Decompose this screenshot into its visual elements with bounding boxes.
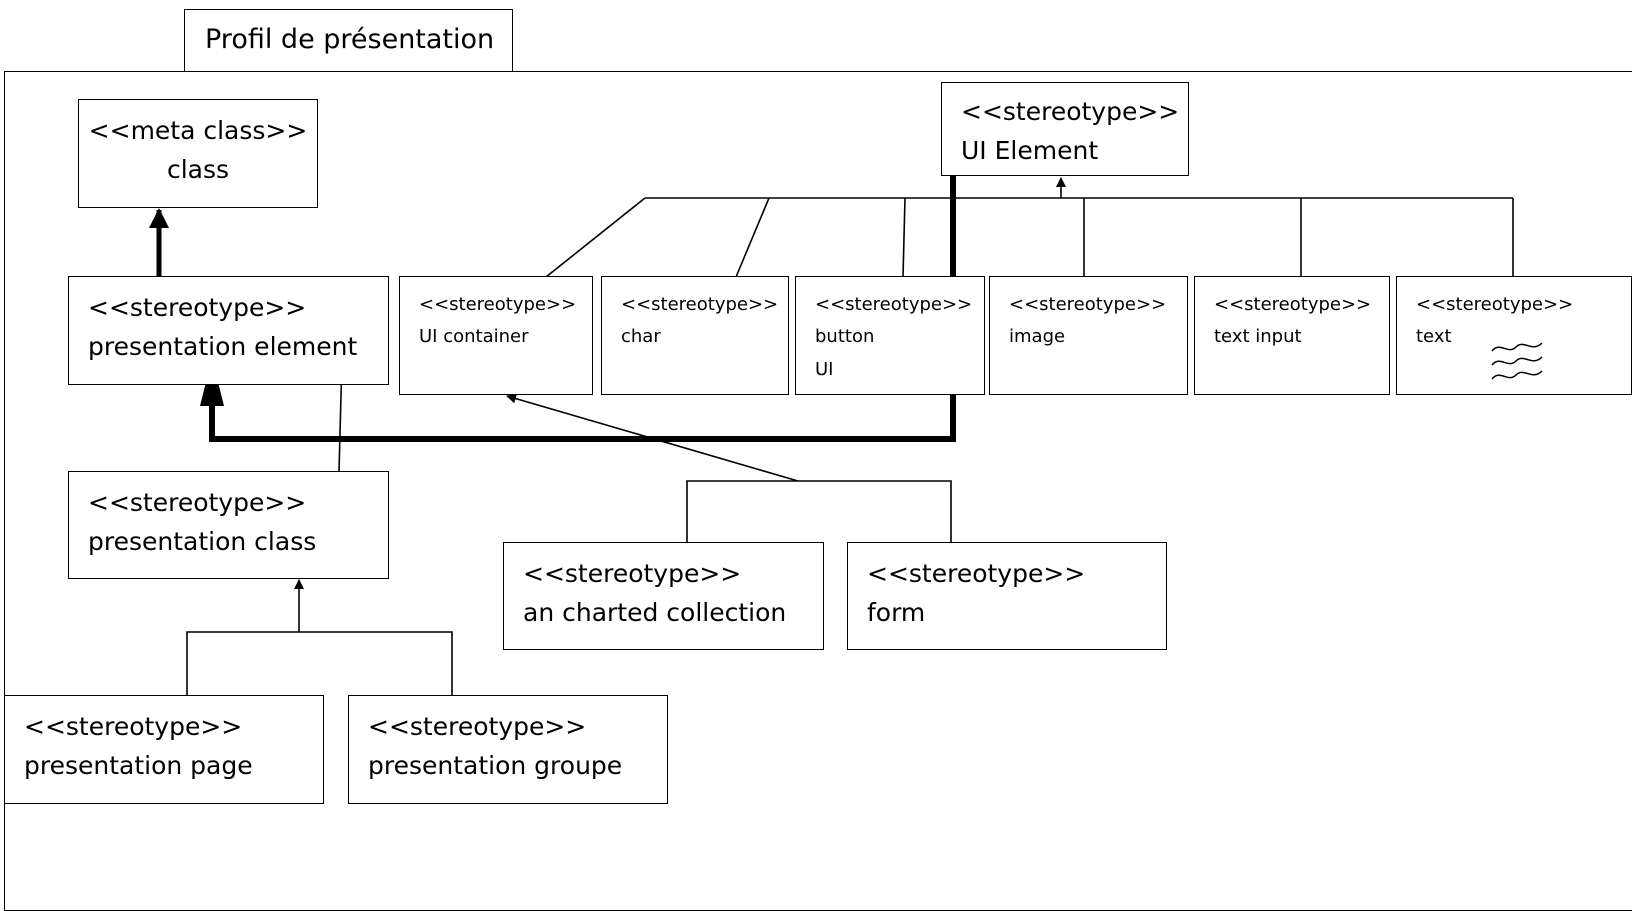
image-box: <<stereotype>> image [989, 276, 1188, 395]
button-ui-stereotype: <<stereotype>> [815, 294, 973, 315]
text-input-name: text input [1214, 326, 1302, 348]
text-input-stereotype: <<stereotype>> [1214, 294, 1372, 315]
presentation-page-stereotype: <<stereotype>> [24, 712, 243, 741]
form-name: form [867, 597, 926, 627]
presentation-groupe-name: presentation groupe [368, 750, 623, 780]
text-name: text [1416, 326, 1452, 348]
presentation-element-stereotype: <<stereotype>> [88, 293, 307, 322]
button-ui-name: button [815, 326, 875, 348]
image-stereotype: <<stereotype>> [1009, 294, 1167, 315]
form-stereotype: <<stereotype>> [867, 559, 1086, 588]
presentation-class-box: <<stereotype>> presentation class [68, 471, 389, 579]
presentation-class-name: presentation class [88, 526, 317, 556]
an-charted-collection-stereotype: <<stereotype>> [523, 559, 742, 588]
profile-title-tab: Profil de présentation [184, 9, 513, 72]
meta-class-name: class [166, 154, 230, 184]
presentation-page-name: presentation page [24, 750, 253, 780]
ui-element-name: UI Element [961, 135, 1099, 165]
profile-title: Profil de présentation [205, 24, 495, 55]
tree-branch-ui-container [545, 197, 646, 278]
presentation-element-box: <<stereotype>> presentation element [68, 276, 389, 385]
presentation-class-stereotype: <<stereotype>> [88, 488, 307, 517]
char-name: char [621, 326, 661, 348]
button-ui-name-2: UI [815, 358, 834, 380]
presentation-groupe-stereotype: <<stereotype>> [368, 712, 587, 741]
ui-container-box: <<stereotype>> UI container [399, 276, 593, 395]
meta-class-box: <<meta class>> class [78, 99, 318, 208]
wavy-lines-icon [1491, 342, 1543, 380]
char-box: <<stereotype>> char [601, 276, 789, 395]
tree-branch-char [735, 197, 770, 278]
button-ui-box: <<stereotype>> button UI [795, 276, 985, 395]
ui-container-name: UI container [419, 326, 529, 348]
an-charted-collection-box: <<stereotype>> an charted collection [503, 542, 824, 650]
image-name: image [1009, 326, 1066, 348]
text-input-box: <<stereotype>> text input [1194, 276, 1390, 395]
presentation-element-name: presentation element [88, 331, 358, 361]
ui-container-stereotype: <<stereotype>> [419, 294, 577, 315]
presentation-page-box: <<stereotype>> presentation page [4, 695, 324, 804]
tree-branch-button [902, 197, 906, 278]
generalization-tree-page-groupe [186, 631, 453, 695]
an-charted-collection-name: an charted collection [523, 597, 787, 627]
char-stereotype: <<stereotype>> [621, 294, 779, 315]
ui-element-stereotype: <<stereotype>> [961, 97, 1180, 126]
generalization-tree-collection-form [686, 480, 952, 542]
text-stereotype: <<stereotype>> [1416, 294, 1574, 315]
generalization-arrow-ui-container [506, 393, 799, 482]
meta-class-stereotype: <<meta class>> [88, 116, 308, 145]
ui-element-box: <<stereotype>> UI Element [941, 82, 1189, 176]
presentation-groupe-box: <<stereotype>> presentation groupe [348, 695, 668, 804]
form-box: <<stereotype>> form [847, 542, 1167, 650]
text-box: <<stereotype>> text [1396, 276, 1632, 395]
